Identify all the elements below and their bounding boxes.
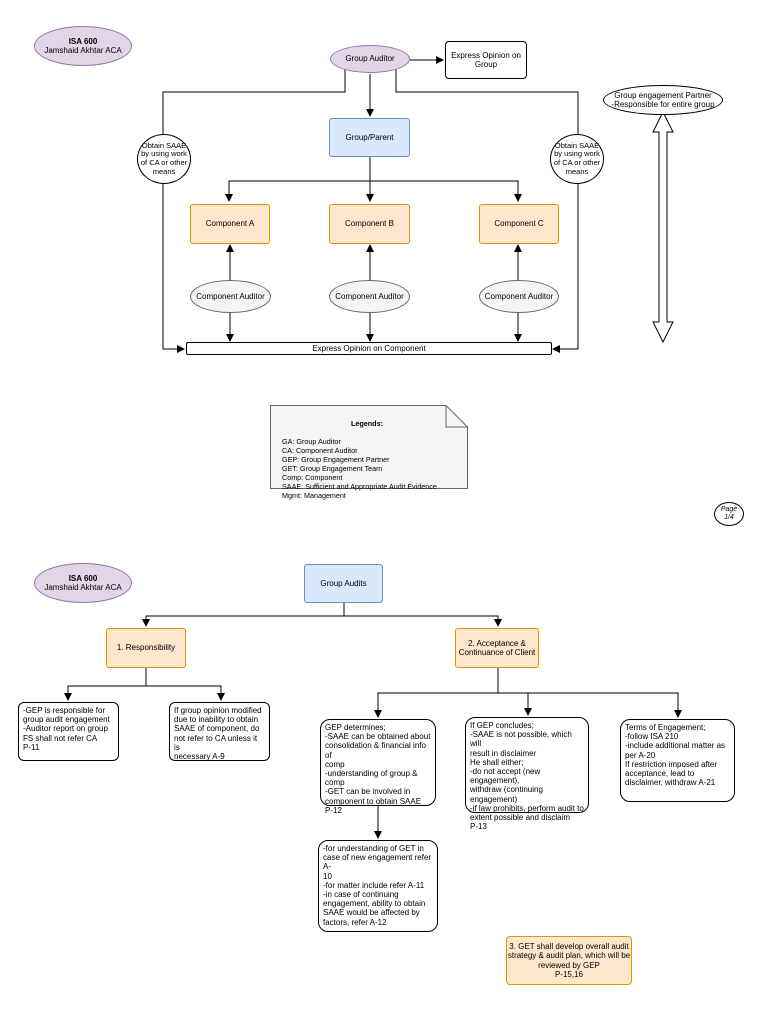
responsibility-node: 1. Responsibility [106,628,186,668]
responsibility-opinion-box: If group opinion modified due to inabili… [169,702,270,761]
author-title: ISA 600 [68,36,98,46]
author-name: Jamshaid Akhtar ACA [44,46,122,55]
author-badge-2: ISA 600 Jamshaid Akhtar ACA [34,563,132,603]
group-auditor-node: Group Auditor [330,45,410,73]
author-badge: ISA 600 Jamshaid Akhtar ACA [34,26,132,66]
page-number-tag: Page 1/4 [714,502,744,526]
express-opinion-component-node: Express Opinion on Component [186,342,552,355]
component-auditor-a-node: Component Auditor [190,280,271,313]
obtain-saae-right-node: Obtain SAAE by using work of CA or other… [550,134,604,184]
legend-note: Legends: GA: Group Auditor CA: Component… [270,405,468,500]
double-arrow-shape [652,110,674,344]
component-b-node: Component B [329,204,410,244]
author-name-2: Jamshaid Akhtar ACA [44,583,122,592]
acceptance-node: 2. Acceptance & Continuance of Client [455,628,539,668]
gep-determines-box: GEP determines; -SAAE can be obtained ab… [320,719,436,815]
express-opinion-group-node: Express Opinion on Group [445,41,527,79]
group-parent-node: Group/Parent [329,118,410,157]
component-auditor-b-node: Component Auditor [329,280,410,313]
group-audits-node: Group Audits [304,564,383,603]
component-a-node: Component A [190,204,270,244]
understanding-get-box: -for understanding of GET in case of new… [318,840,438,932]
component-auditor-c-node: Component Auditor [479,280,559,313]
author-title-2: ISA 600 [68,573,98,583]
get-audit-plan-node: 3. GET shall develop overall audit strat… [506,936,632,985]
gep-concludes-box: If GEP concludes; -SAAE is not possible,… [465,717,589,831]
legend-title: Legends: [351,419,383,428]
component-c-node: Component C [479,204,559,244]
obtain-saae-left-node: Obtain SAAE by using work of CA or other… [137,134,191,184]
legend-lines: GA: Group Auditor CA: Component Auditor … [282,437,437,500]
terms-of-engagement-box: Terms of Engagement; -follow ISA 210 -in… [620,719,735,802]
responsibility-gep-box: -GEP is responsible for group audit enga… [18,702,119,761]
group-engagement-partner-note: Group engagement Partner -Responsible fo… [603,85,723,115]
